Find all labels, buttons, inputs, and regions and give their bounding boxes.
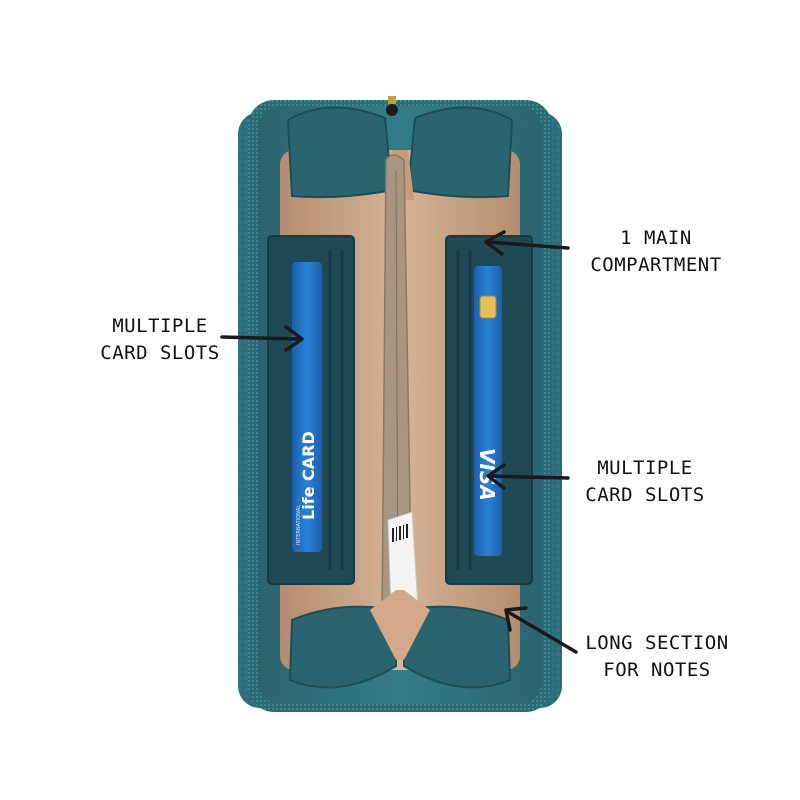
callout-card-slots-right-line2: CARD SLOTS — [585, 484, 705, 506]
arrow-main-compartment — [484, 230, 570, 256]
life-card-brand: Life CARD — [299, 431, 318, 520]
callout-notes-section-line2: FOR NOTES — [603, 659, 711, 681]
callout-main-compartment: 1 MAIN COMPARTMENT — [586, 225, 726, 279]
callout-notes-section-line1: LONG SECTION — [585, 632, 729, 654]
visa-card: VISA — [474, 266, 502, 556]
callout-card-slots-left: MULTIPLE CARD SLOTS — [100, 313, 220, 367]
zipper-pull — [386, 104, 398, 116]
callout-card-slots-left-line2: CARD SLOTS — [100, 342, 220, 364]
callout-main-compartment-line2: COMPARTMENT — [590, 254, 722, 276]
arrow-card-slots-left — [220, 325, 304, 352]
bottom-gusset — [288, 590, 512, 689]
arrow-card-slots-right — [486, 463, 570, 490]
callout-card-slots-right-line1: MULTIPLE — [597, 457, 693, 479]
callout-card-slots-left-line1: MULTIPLE — [112, 315, 208, 337]
chip-icon — [479, 295, 497, 319]
callout-card-slots-right: MULTIPLE CARD SLOTS — [578, 455, 712, 509]
barcode-icon — [392, 524, 408, 542]
callout-notes-section: LONG SECTION FOR NOTES — [582, 630, 732, 684]
callout-main-compartment-line1: 1 MAIN — [620, 227, 692, 249]
life-card: Life CARD INTERNATIONAL — [292, 262, 322, 552]
life-card-small-text: INTERNATIONAL — [296, 505, 302, 545]
arrow-notes-section — [504, 606, 578, 654]
